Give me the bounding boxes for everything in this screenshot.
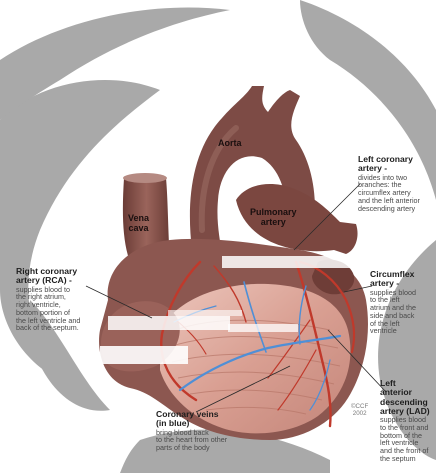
circumflex-callout: Circumflex artery - supplies blood to th… [370, 270, 436, 335]
aorta-label: Aorta [218, 139, 242, 149]
circumflex-title: Circumflex artery - [370, 270, 436, 289]
lad-callout: Left anterior descending artery (LAD) su… [380, 379, 436, 463]
coronary-veins-callout: Coronary veins (in blue) bring blood bac… [156, 410, 286, 452]
lad-desc: supplies blood to the front and bottom o… [380, 416, 436, 463]
copyright-mark: ©CCF 2002 [351, 404, 368, 417]
rca-title: Right coronary artery (RCA) - [16, 267, 116, 286]
pulmonary-artery-label: Pulmonary artery [250, 208, 297, 228]
left-coronary-title: Left coronary artery - [358, 155, 436, 174]
coronary-veins-title: Coronary veins (in blue) [156, 410, 286, 429]
rca-callout: Right coronary artery (RCA) - supplies b… [16, 267, 116, 332]
left-coronary-desc: divides into two branches: the circumfle… [358, 174, 436, 213]
coronary-veins-desc: bring blood back to the heart from other… [156, 429, 286, 452]
rca-desc: supplies blood to the right atrium, righ… [16, 286, 116, 333]
vena-cava-label: Vena cava [128, 214, 149, 234]
lad-title: Left anterior descending artery (LAD) [380, 379, 436, 416]
vena-cava-top [123, 173, 167, 183]
circumflex-desc: supplies blood to the left atrium and th… [370, 289, 436, 336]
left-coronary-callout: Left coronary artery - divides into two … [358, 155, 436, 212]
